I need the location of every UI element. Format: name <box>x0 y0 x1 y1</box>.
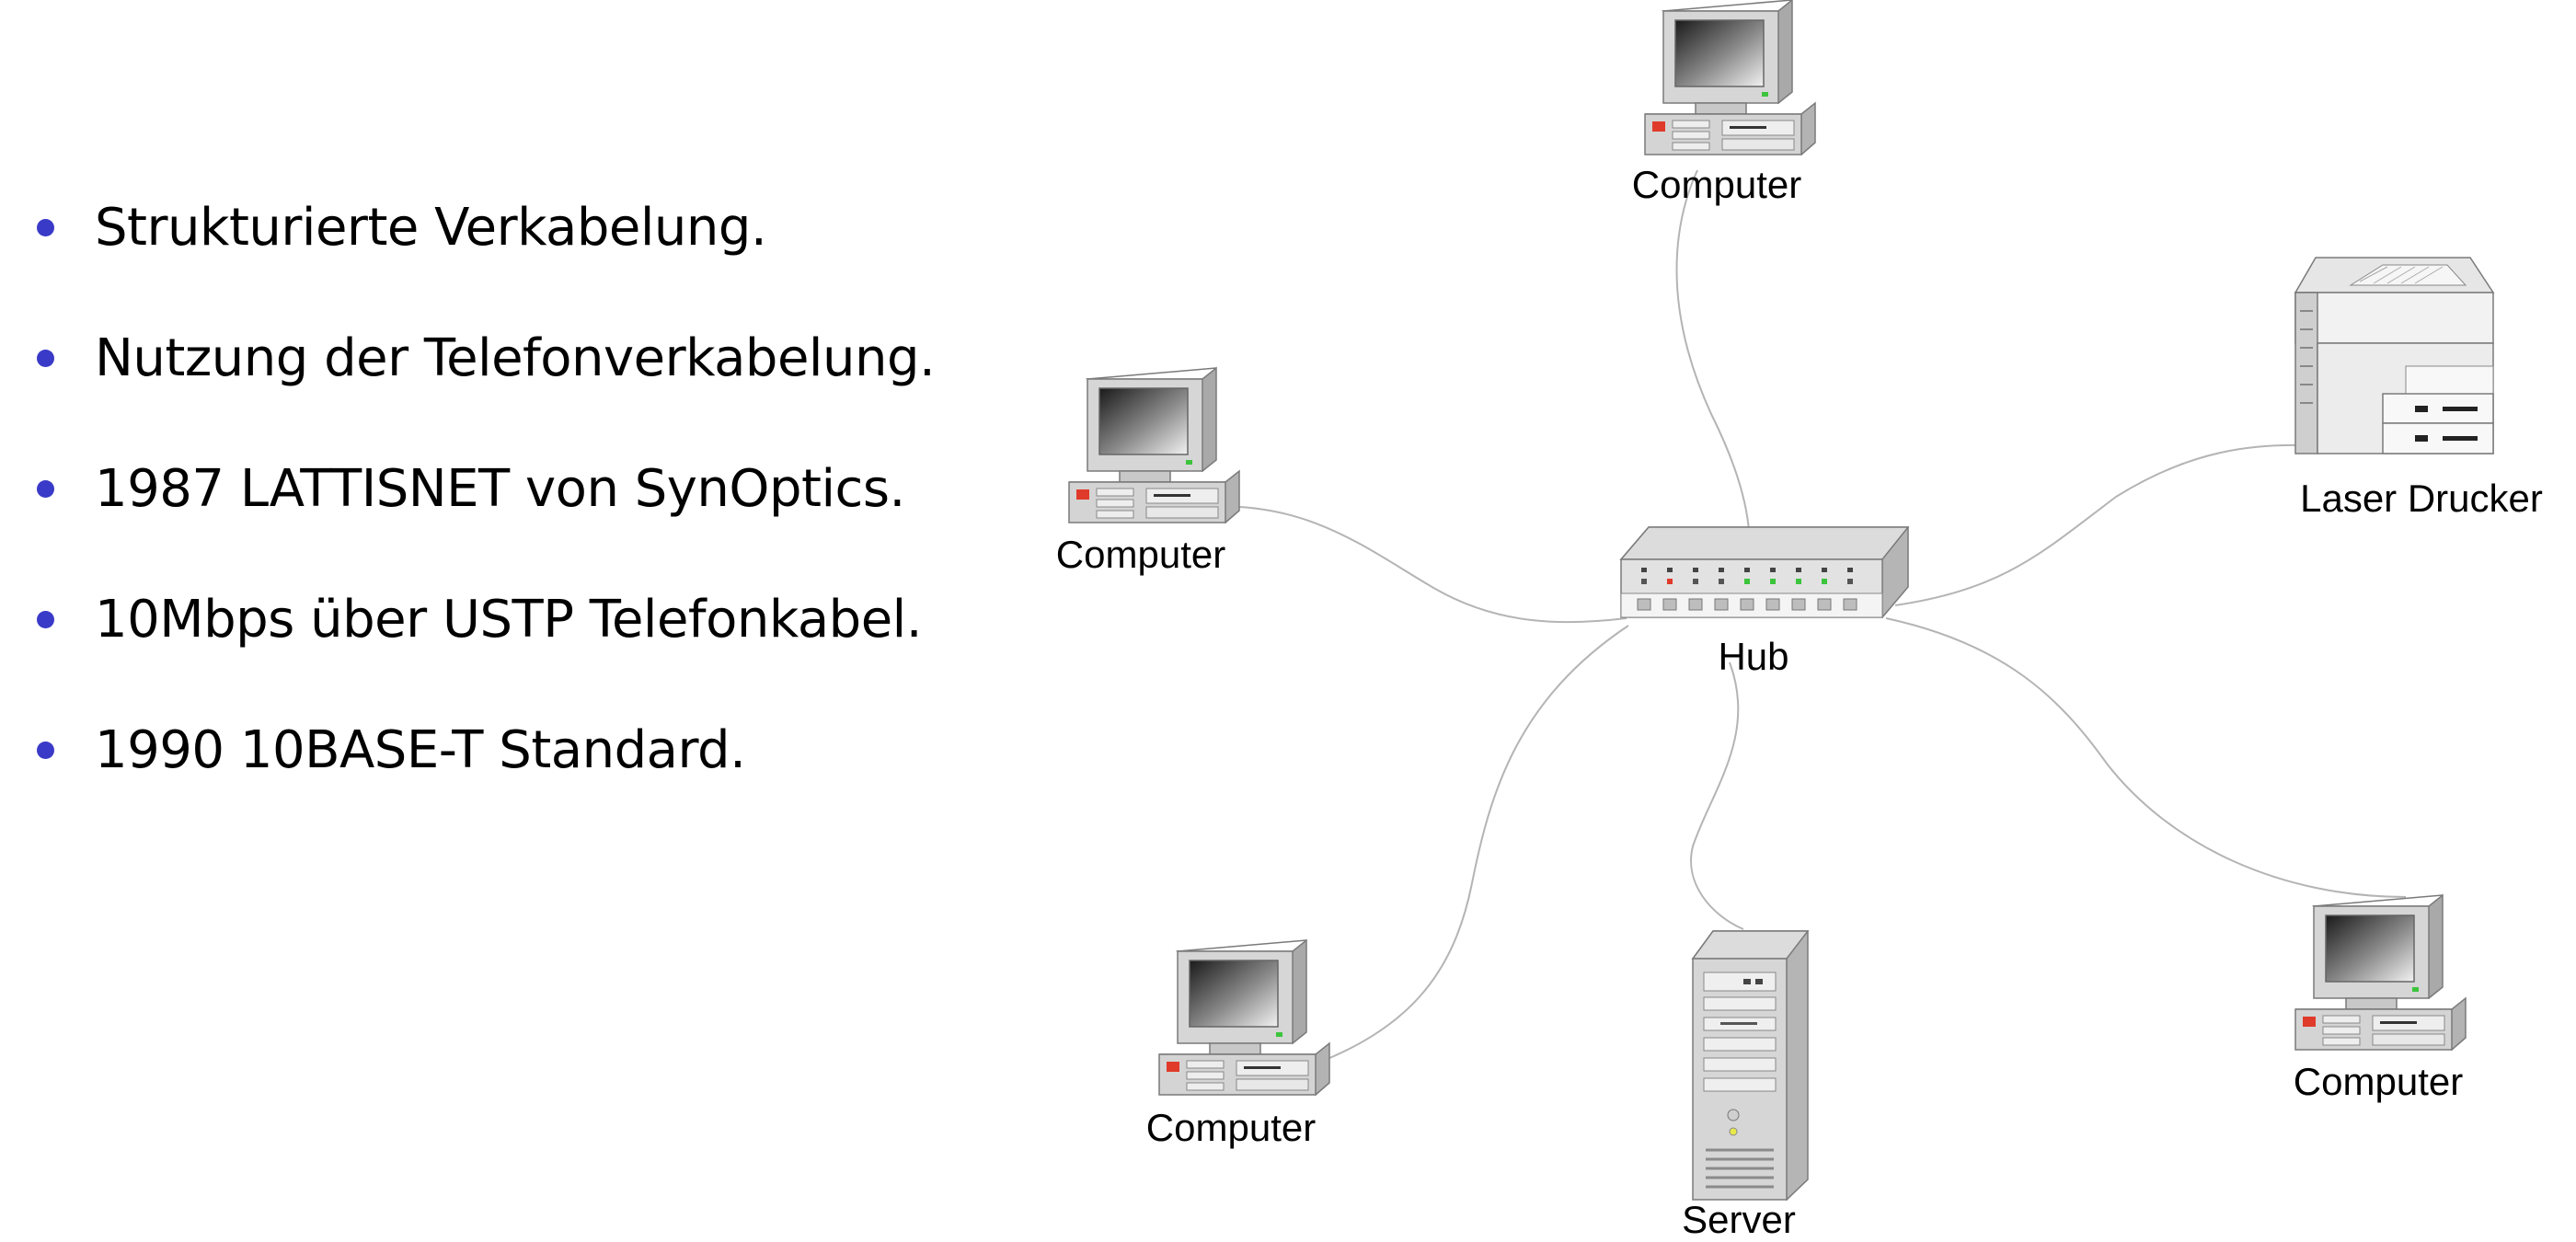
computer-bottom-left-label: Computer <box>1146 1106 1316 1149</box>
computer-top-icon <box>1644 0 1816 155</box>
computer-bottom-left-icon <box>1158 939 1330 1096</box>
bullet-dot <box>37 480 54 498</box>
bullet-dot <box>37 611 54 628</box>
computer-left-icon <box>1068 367 1240 523</box>
computer-right-icon <box>2294 894 2467 1051</box>
computer-right-label: Computer <box>2294 1060 2463 1103</box>
bullet-list: Strukturierte Verkabelung. Nutzung der T… <box>0 0 1012 1242</box>
bullet-text: 1987 LATTISNET von SynOptics. <box>95 459 905 519</box>
bullet-dot <box>37 742 54 759</box>
server-label: Server <box>1682 1198 1796 1241</box>
bullet-item-2: Nutzung der Telefonverkabelung. <box>37 328 936 388</box>
hub-label: Hub <box>1718 635 1788 678</box>
bullet-dot <box>37 219 54 236</box>
computer-left-label: Computer <box>1056 533 1225 576</box>
bullet-item-5: 1990 10BASE-T Standard. <box>37 720 746 780</box>
cable-top-computer <box>1675 169 1751 590</box>
bullet-item-3: 1987 LATTISNET von SynOptics. <box>37 459 905 519</box>
cable-left-computer <box>1195 505 1627 624</box>
bullet-text: 1990 10BASE-T Standard. <box>95 720 746 780</box>
printer-label: Laser Drucker <box>2300 477 2543 520</box>
bullet-text: Nutzung der Telefonverkabelung. <box>95 328 936 388</box>
bullet-item-4: 10Mbps über USTP Telefonkabel. <box>37 590 923 650</box>
bullet-dot <box>37 350 54 367</box>
cable-bottom-left-computer <box>1305 625 1629 1068</box>
printer-icon <box>2294 257 2495 454</box>
hub-icon <box>1619 526 1910 618</box>
cable-server <box>1690 661 1744 930</box>
computer-top-label: Computer <box>1632 163 1801 206</box>
server-icon <box>1691 930 1810 1202</box>
bullet-text: Strukturierte Verkabelung. <box>95 198 767 258</box>
cable-right-computer <box>1885 617 2407 898</box>
cable-printer <box>1894 443 2324 606</box>
bullet-text: 10Mbps über USTP Telefonkabel. <box>95 590 923 650</box>
bullet-item-1: Strukturierte Verkabelung. <box>37 198 767 258</box>
